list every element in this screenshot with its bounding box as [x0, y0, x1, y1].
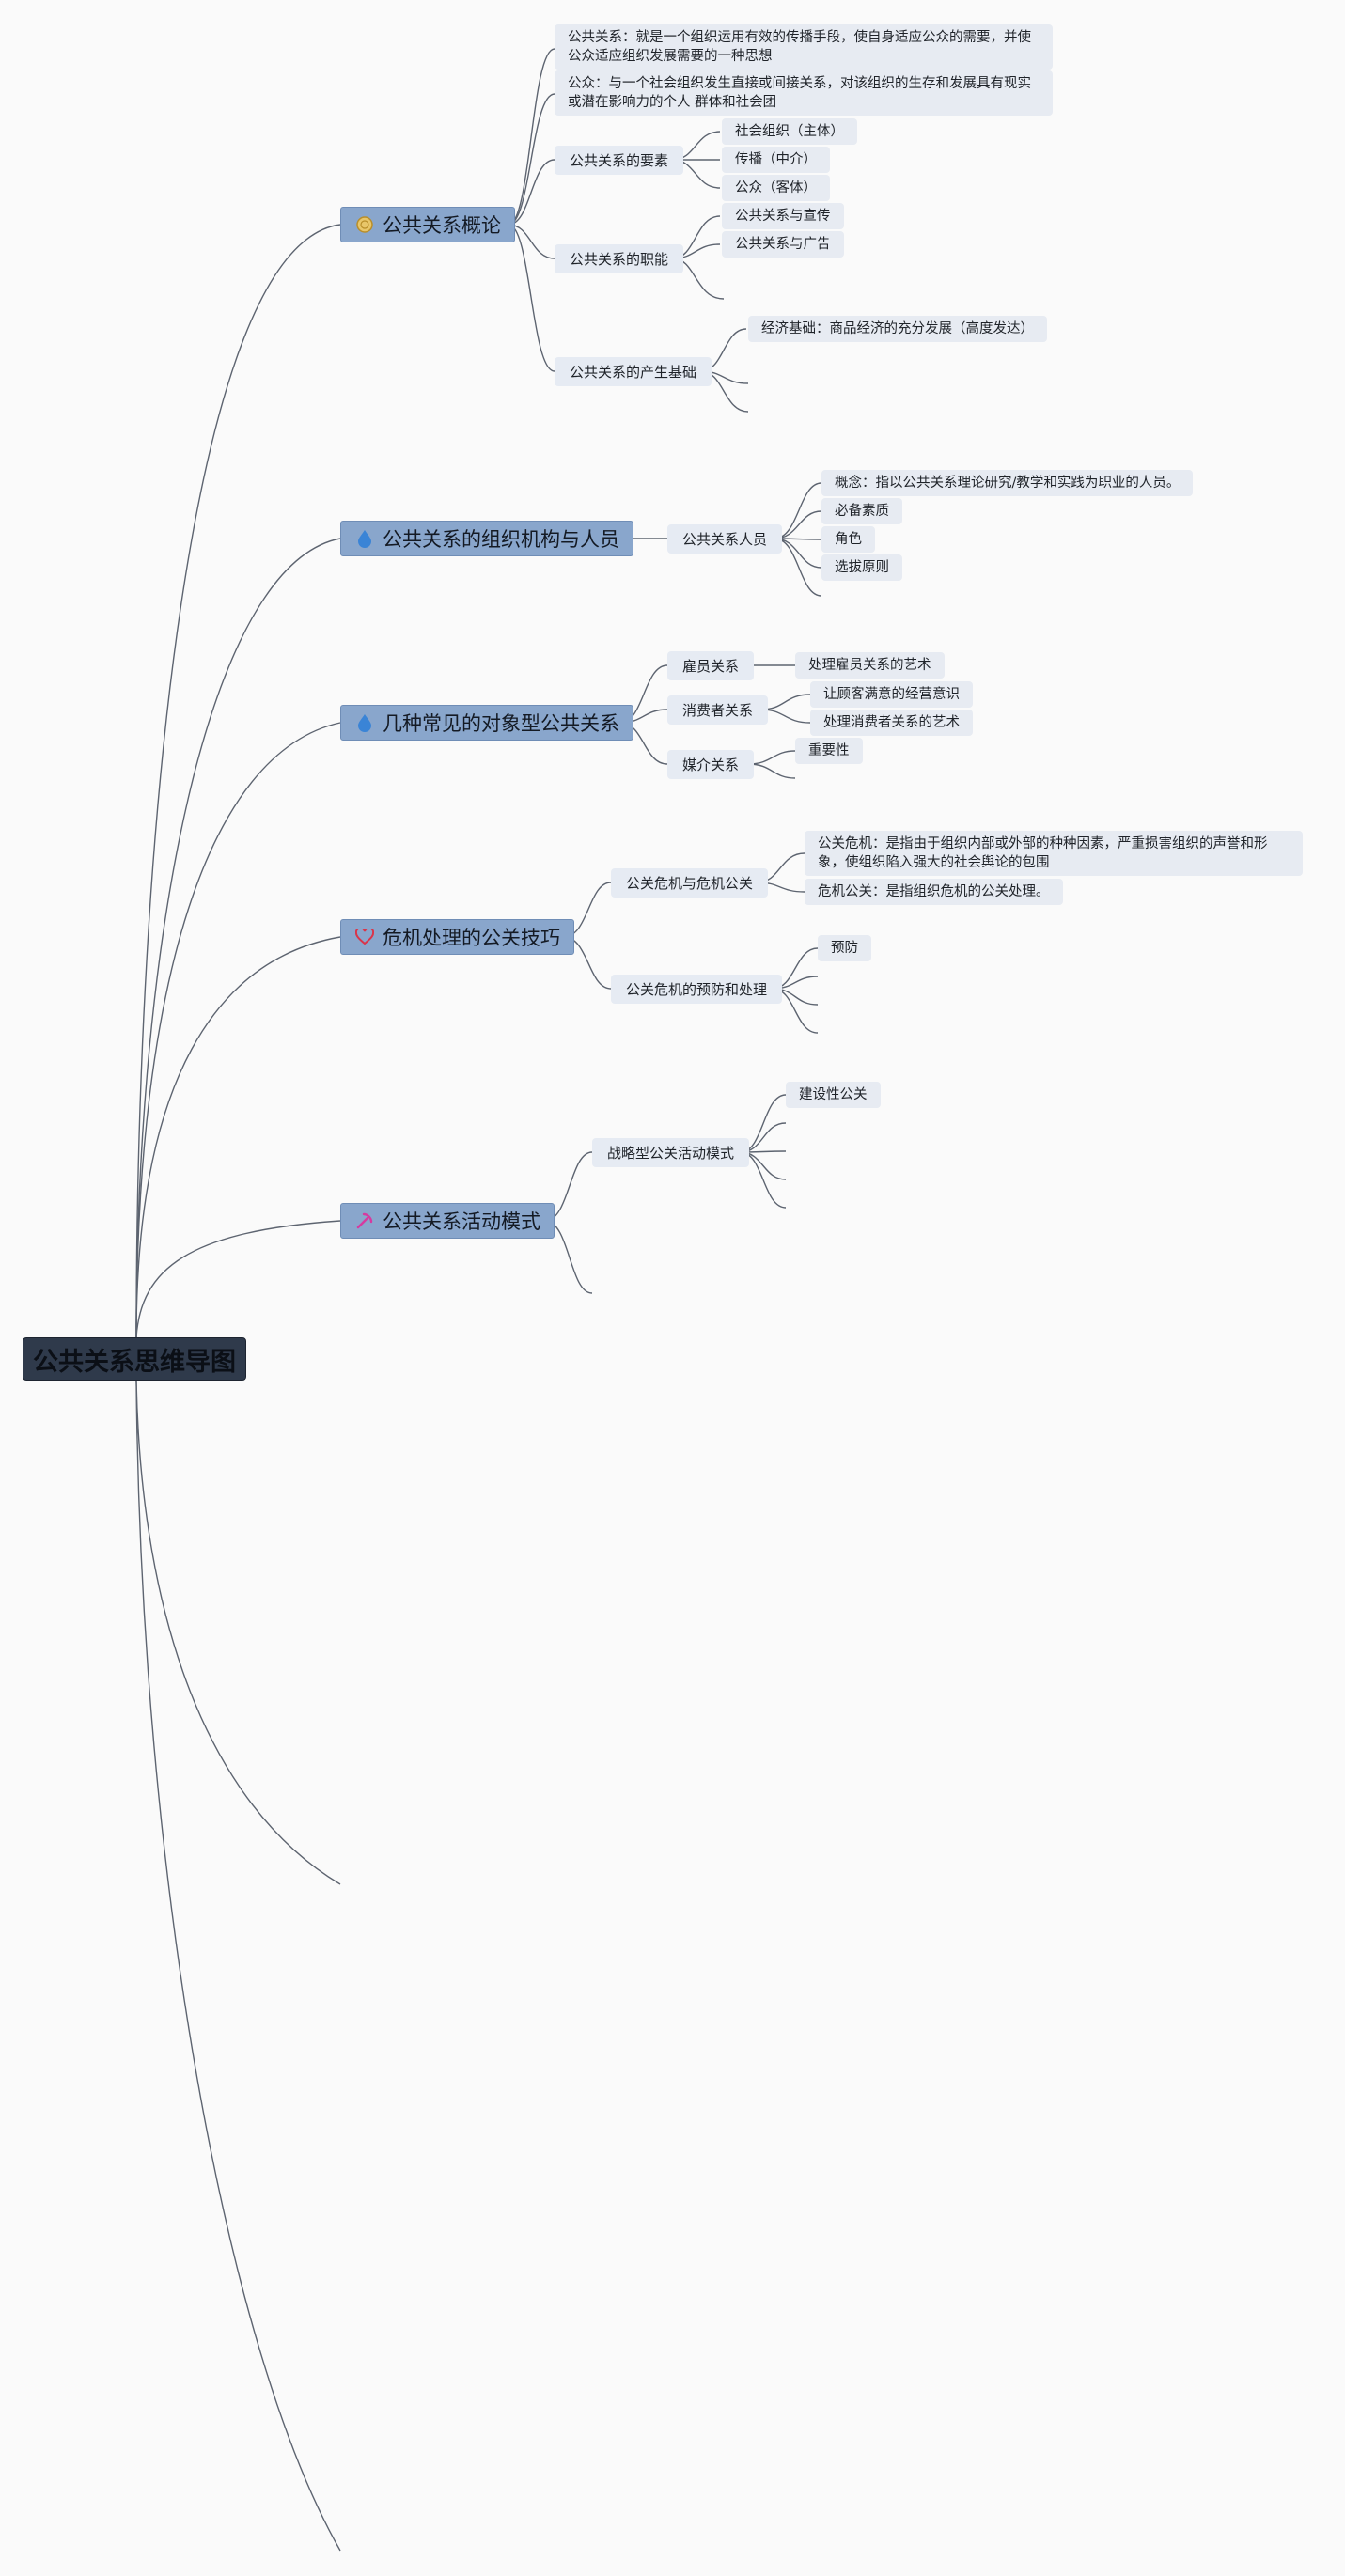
leaf-staff-selection[interactable]: 选拔原则 — [821, 554, 902, 581]
edge-root-b3 — [135, 722, 341, 1338]
branch-label: 危机处理的公关技巧 — [383, 927, 560, 949]
branch-label: 几种常见的对象型公共关系 — [383, 712, 619, 735]
root-node[interactable]: 公共关系思维导图 — [23, 1337, 246, 1381]
branch-label: 公共关系活动模式 — [383, 1210, 540, 1233]
leaf-element-object[interactable]: 公众（客体） — [722, 175, 830, 201]
leaf-pr-definition[interactable]: 公共关系：就是一个组织运用有效的传播手段，使自身适应公众的需要，并使公众适应组织… — [555, 24, 1053, 70]
sub-consumer-relations[interactable]: 消费者关系 — [667, 695, 769, 725]
edge-root-b4 — [135, 936, 341, 1338]
sub-pr-basis[interactable]: 公共关系的产生基础 — [555, 357, 712, 386]
leaf-prevention[interactable]: 预防 — [818, 935, 871, 961]
leaf-function-propaganda[interactable]: 公共关系与宣传 — [722, 203, 844, 229]
edge-root-b6 — [135, 1380, 341, 1885]
sub-employee-relations[interactable]: 雇员关系 — [667, 651, 755, 680]
drop-icon — [354, 528, 375, 549]
leaf-crisis-definition[interactable]: 公关危机：是指由于组织内部或外部的种种因素，严重损害组织的声誉和形象，使组织陷入… — [805, 831, 1303, 876]
leaf-media-importance[interactable]: 重要性 — [795, 738, 863, 764]
leaf-crisis-pr-definition[interactable]: 危机公关：是指组织危机的公关处理。 — [805, 879, 1063, 905]
sub-strategic-mode[interactable]: 战略型公关活动模式 — [592, 1138, 750, 1167]
pick-icon — [354, 1210, 375, 1231]
edge-root-b7 — [135, 1380, 341, 2552]
branch-pr-overview[interactable]: 公共关系概论 — [340, 207, 515, 242]
leaf-economic-basis[interactable]: 经济基础：商品经济的充分发展（高度发达） — [748, 316, 1047, 342]
coin-icon — [354, 214, 375, 235]
sub-pr-staff[interactable]: 公共关系人员 — [667, 524, 783, 554]
leaf-element-medium[interactable]: 传播（中介） — [722, 147, 830, 173]
leaf-public-definition[interactable]: 公众：与一个社会组织发生直接或间接关系，对该组织的生存和发展具有现实或潜在影响力… — [555, 70, 1053, 116]
edge-root-b2 — [135, 538, 341, 1338]
leaf-element-subject[interactable]: 社会组织（主体） — [722, 118, 857, 145]
branch-label: 公共关系概论 — [383, 214, 501, 237]
leaf-staff-concept[interactable]: 概念：指以公共关系理论研究/教学和实践为职业的人员。 — [821, 470, 1194, 496]
edge-root-b1 — [135, 224, 341, 1338]
leaf-function-advertising[interactable]: 公共关系与广告 — [722, 231, 844, 258]
branch-org-structure[interactable]: 公共关系的组织机构与人员 — [340, 521, 633, 556]
branch-activity-modes[interactable]: 公共关系活动模式 — [340, 1203, 555, 1239]
branch-label: 公共关系的组织机构与人员 — [383, 528, 619, 551]
edge-root-b5 — [135, 1220, 341, 1338]
leaf-consumer-art[interactable]: 处理消费者关系的艺术 — [810, 710, 973, 736]
sub-crisis-and-pr[interactable]: 公关危机与危机公关 — [611, 868, 769, 898]
leaf-customer-satisfaction[interactable]: 让顾客满意的经营意识 — [810, 681, 973, 708]
sub-media-relations[interactable]: 媒介关系 — [667, 750, 755, 779]
sub-pr-elements[interactable]: 公共关系的要素 — [555, 146, 684, 175]
leaf-staff-role[interactable]: 角色 — [821, 526, 875, 553]
leaf-employee-art[interactable]: 处理雇员关系的艺术 — [795, 652, 945, 679]
sub-crisis-prevention[interactable]: 公关危机的预防和处理 — [611, 975, 783, 1004]
drop-icon — [354, 712, 375, 733]
leaf-staff-qualities[interactable]: 必备素质 — [821, 498, 902, 524]
heart-icon — [354, 927, 375, 947]
sub-pr-functions[interactable]: 公共关系的职能 — [555, 244, 684, 273]
branch-object-relations[interactable]: 几种常见的对象型公共关系 — [340, 705, 633, 741]
leaf-constructive-pr[interactable]: 建设性公关 — [786, 1082, 881, 1108]
branch-crisis-handling[interactable]: 危机处理的公关技巧 — [340, 919, 574, 955]
